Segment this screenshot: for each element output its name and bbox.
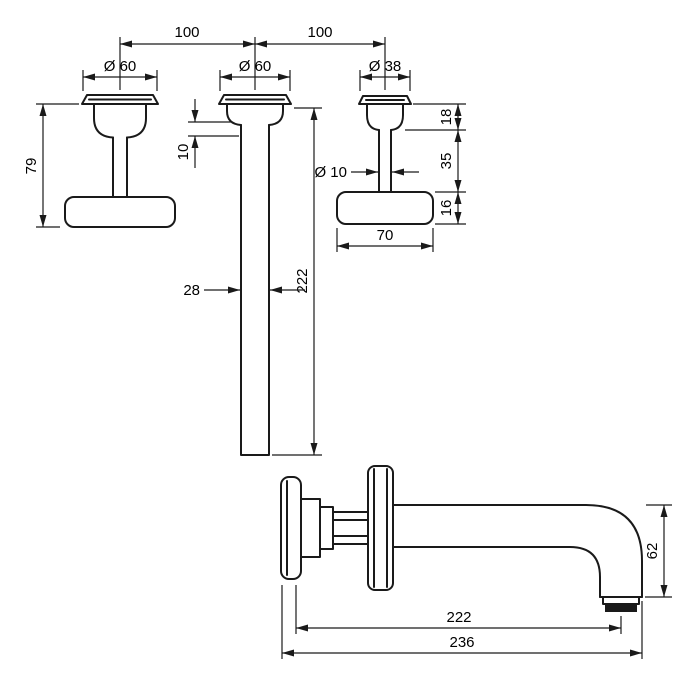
dim-label-right-stem-height: 35 (438, 153, 455, 170)
dim-label-spacing-right: 100 (307, 24, 332, 41)
dim-label-spacing-left: 100 (174, 24, 199, 41)
dim-label-spout-drop: 62 (644, 543, 661, 560)
side-view-spout (280, 465, 643, 612)
dim-dia-stem: Ø 10 (314, 164, 419, 181)
front-view-right-handle (336, 95, 434, 225)
left-handle-cross-bar (64, 196, 176, 228)
dim-label-reach-to-aerator: 222 (446, 609, 471, 626)
side-shaft (332, 511, 369, 545)
dim-pipe-length: 222 (272, 107, 322, 456)
left-handle-body-left (93, 103, 114, 139)
dim-dia-handle-left: Ø 60 (82, 58, 158, 91)
right-handle-body-right (390, 103, 404, 131)
dim-label-dia-handle-left: Ø 60 (104, 58, 137, 75)
dim-spout-drop: 62 (644, 504, 672, 598)
dim-spacing: 100 100 (119, 24, 386, 90)
side-handle-step (319, 506, 334, 550)
dim-62-extension-lines (645, 504, 672, 598)
aerator-dark-band (605, 604, 637, 612)
aerator-ring (602, 596, 640, 605)
dim-label-bar-width: 70 (377, 227, 394, 244)
right-handle-body-left (366, 103, 380, 131)
dim-pipe-width: 28 (183, 282, 305, 299)
side-flange-bevel-lines (373, 468, 388, 588)
right-handle-stem (378, 129, 392, 193)
dim-right-stack: 18 35 16 (405, 103, 466, 225)
spout-body-left (226, 103, 242, 126)
right-handle-cross-bar (336, 191, 434, 225)
side-handle-hub (300, 498, 321, 558)
spout-outer-contour (392, 504, 643, 598)
dimension-annotations: 100 100 Ø 60 Ø 60 Ø 38 79 (23, 24, 672, 659)
dim-label-escutcheon-depth: 10 (175, 144, 192, 161)
dim-reach236-extension-lines (281, 585, 643, 659)
dim-dia-handle-right: Ø 38 (359, 58, 411, 91)
dim-label-handle-height: 79 (23, 158, 40, 175)
side-wall-flange (367, 465, 394, 591)
dim-handle-height: 79 (23, 103, 79, 228)
dim-label-dia-stem: Ø 10 (314, 164, 347, 181)
dim-dia-spout-escutcheon: Ø 60 (219, 58, 291, 91)
dim-label-pipe-length: 222 (294, 268, 311, 293)
spout-body-right (268, 103, 284, 126)
dim-10-extension-lines (188, 121, 239, 137)
left-handle-body-right (126, 103, 147, 139)
spout-inner-contour (392, 546, 601, 598)
dim-reach-to-aerator: 222 (295, 585, 622, 634)
dim-label-right-bar-height: 16 (438, 200, 455, 217)
left-handle-stem (112, 136, 128, 198)
dim-label-dia-spout-escutcheon: Ø 60 (239, 58, 272, 75)
dim-label-right-top-height: 18 (438, 109, 455, 126)
dim-label-reach-total: 236 (449, 634, 474, 651)
front-view-spout (218, 94, 292, 456)
dim-escutcheon-depth: 10 (175, 99, 239, 168)
front-view-left-handle (64, 94, 176, 228)
dim-label-pipe-width: 28 (183, 282, 200, 299)
dim-reach-total: 236 (281, 585, 643, 659)
side-handle-bar (280, 476, 302, 580)
dim-label-dia-handle-right: Ø 38 (369, 58, 402, 75)
dim-stack-extension-lines (405, 103, 466, 225)
side-shaft-lines (332, 519, 369, 537)
spout-pipe (240, 124, 270, 456)
dim-bar-width: 70 (336, 227, 434, 252)
